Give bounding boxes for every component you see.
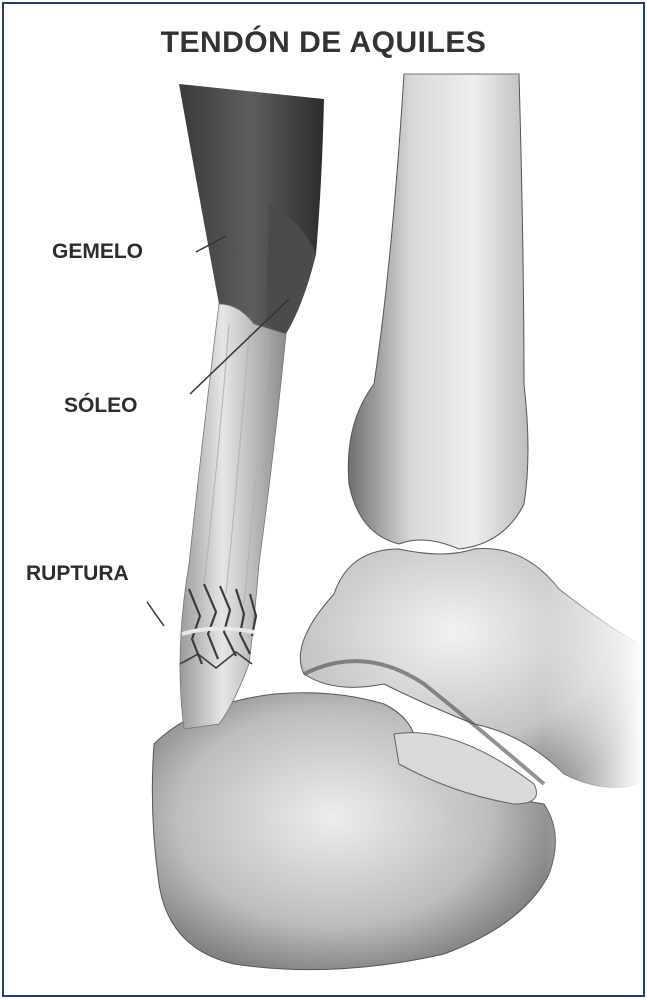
tibia-bone xyxy=(348,74,528,549)
ruptura-pointer xyxy=(147,602,164,626)
diagram-title: TENDÓN DE AQUILES xyxy=(4,26,643,60)
tibia-top-fade xyxy=(394,64,529,144)
label-ruptura: RUPTURA xyxy=(26,562,129,586)
label-soleo: SÓLEO xyxy=(64,394,138,418)
label-gemelo: GEMELO xyxy=(52,240,143,264)
calcaneus-bone xyxy=(152,693,555,970)
forefoot-fade xyxy=(544,564,643,984)
ankle-illustration xyxy=(4,4,643,995)
